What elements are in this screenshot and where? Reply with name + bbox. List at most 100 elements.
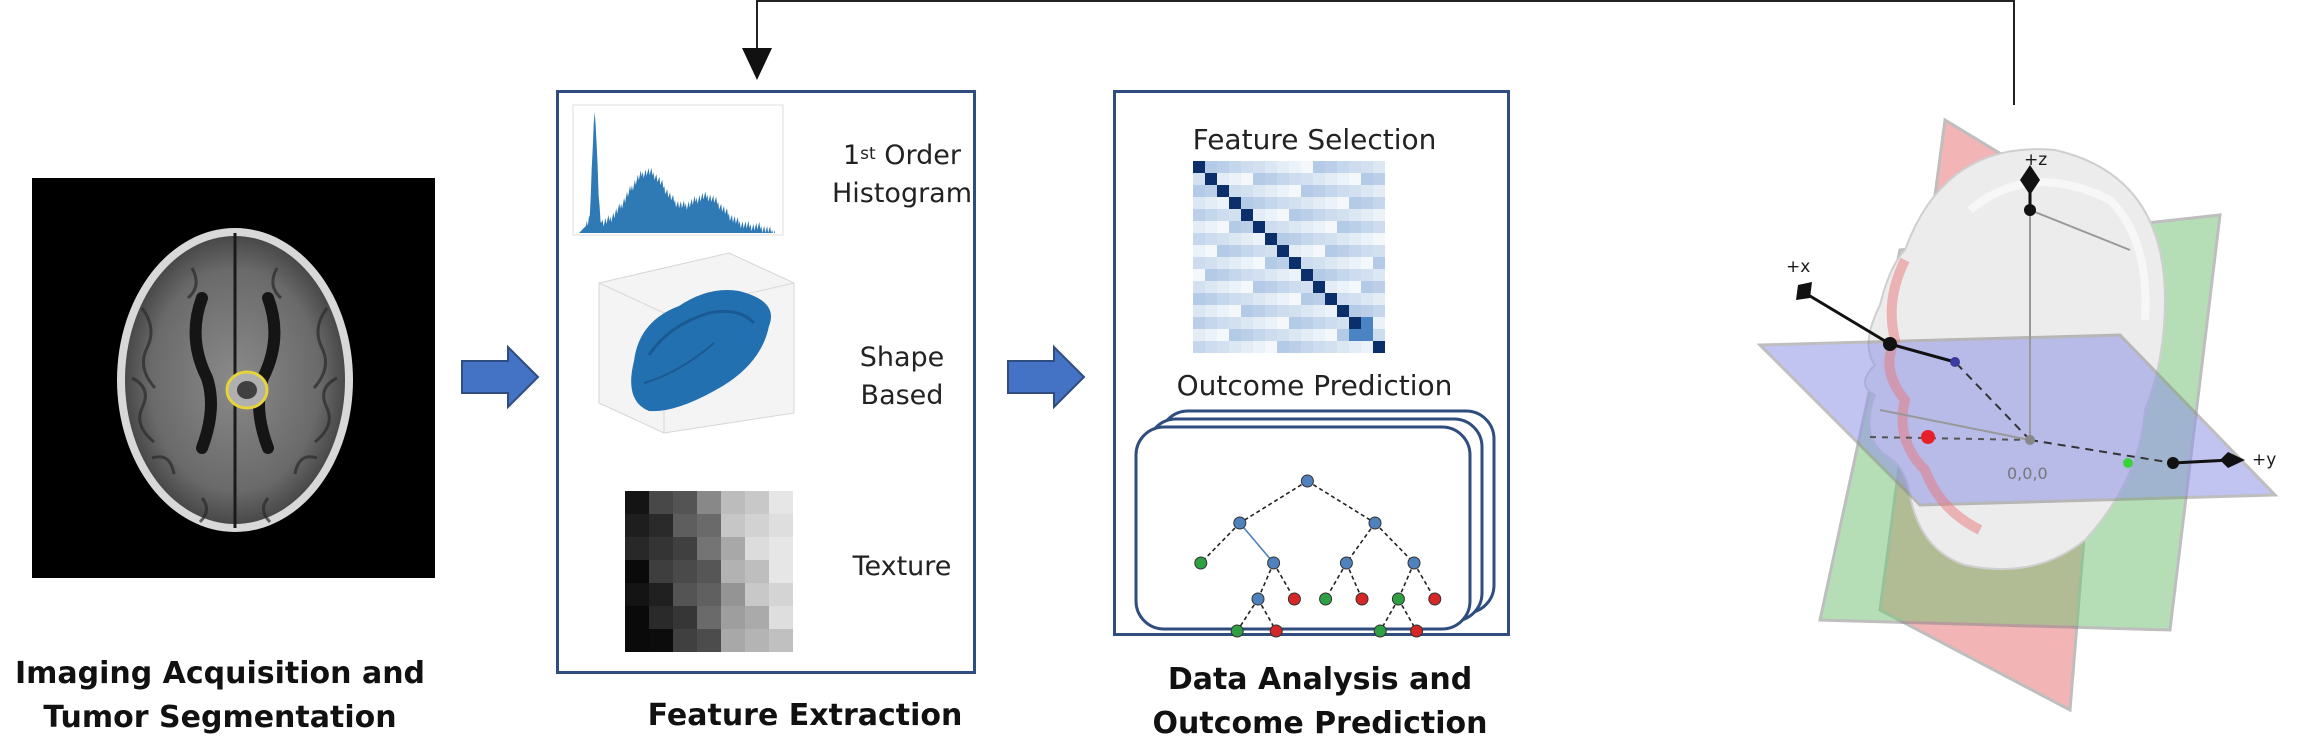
texture-cell	[625, 629, 649, 652]
tree-node	[1300, 474, 1314, 488]
tree-node	[1194, 556, 1208, 570]
heatmap-cell	[1325, 161, 1337, 173]
heatmap-cell	[1373, 233, 1385, 245]
heatmap-cell	[1265, 173, 1277, 185]
heatmap-cell	[1193, 329, 1205, 341]
decision-tree-stack	[1134, 409, 1496, 638]
tree-edge	[1306, 480, 1376, 524]
texture-cell	[721, 629, 745, 652]
heatmap-cell	[1193, 269, 1205, 281]
texture-cell	[745, 491, 769, 514]
heatmap-cell	[1277, 245, 1289, 257]
tree-node	[1368, 516, 1382, 530]
texture-cell	[721, 583, 745, 606]
heatmap-cell	[1289, 269, 1301, 281]
heatmap-cell	[1241, 209, 1253, 221]
texture-cell	[625, 514, 649, 537]
heatmap-cell	[1217, 305, 1229, 317]
heatmap-cell	[1217, 329, 1229, 341]
heatmap-cell	[1313, 281, 1325, 293]
heatmap-cell	[1277, 161, 1289, 173]
heatmap-cell	[1253, 161, 1265, 173]
heatmap-cell	[1253, 185, 1265, 197]
heatmap-cell	[1229, 269, 1241, 281]
heatmap-cell	[1373, 221, 1385, 233]
tree-edge	[1200, 522, 1241, 564]
heatmap-cell	[1361, 161, 1373, 173]
heatmap-cell	[1289, 257, 1301, 269]
texture-cell	[625, 560, 649, 583]
heatmap-cell	[1325, 269, 1337, 281]
texture-cell	[745, 583, 769, 606]
heatmap-cell	[1229, 245, 1241, 257]
texture-cell	[769, 583, 793, 606]
heatmap-cell	[1229, 209, 1241, 221]
heatmap-cell	[1229, 317, 1241, 329]
heatmap-cell	[1349, 257, 1361, 269]
tree-node	[1230, 624, 1244, 638]
heatmap-cell	[1349, 305, 1361, 317]
texture-cell	[697, 514, 721, 537]
heatmap-cell	[1253, 293, 1265, 305]
heatmap-cell	[1253, 329, 1265, 341]
texture-cell	[721, 537, 745, 560]
texture-cell	[769, 514, 793, 537]
heatmap-cell	[1337, 233, 1349, 245]
texture-cell	[697, 491, 721, 514]
heatmap-cell	[1337, 197, 1349, 209]
heatmap-cell	[1373, 341, 1385, 353]
heatmap-cell	[1205, 341, 1217, 353]
heatmap-cell	[1373, 161, 1385, 173]
heatmap-cell	[1241, 197, 1253, 209]
tree-node	[1287, 592, 1301, 606]
heatmap-cell	[1289, 161, 1301, 173]
heatmap-cell	[1265, 209, 1277, 221]
texture-cell	[769, 629, 793, 652]
texture-cell	[649, 629, 673, 652]
heatmap-cell	[1313, 197, 1325, 209]
heatmap-cell	[1301, 281, 1313, 293]
heatmap-cell	[1205, 281, 1217, 293]
heatmap-cell	[1205, 305, 1217, 317]
heatmap-cell	[1265, 221, 1277, 233]
heatmap-cell	[1349, 209, 1361, 221]
texture-cell	[721, 491, 745, 514]
heatmap-cell	[1313, 185, 1325, 197]
heatmap-cell	[1217, 317, 1229, 329]
feature-selection-title: Feature Selection	[1192, 123, 1437, 156]
tree-node	[1428, 592, 1442, 606]
heatmap-cell	[1217, 293, 1229, 305]
heatmap-cell	[1217, 209, 1229, 221]
heatmap-cell	[1253, 269, 1265, 281]
texture-cell	[697, 560, 721, 583]
texture-cell	[745, 514, 769, 537]
tree-node	[1355, 592, 1369, 606]
heatmap-cell	[1241, 269, 1253, 281]
heatmap-cell	[1277, 257, 1289, 269]
outcome-prediction-title: Outcome Prediction	[1176, 369, 1453, 402]
heatmap-cell	[1241, 293, 1253, 305]
histogram-chart	[572, 104, 784, 236]
heatmap-cell	[1301, 293, 1313, 305]
tree-node	[1319, 592, 1333, 606]
texture-cell	[769, 537, 793, 560]
heatmap-cell	[1241, 161, 1253, 173]
heatmap-cell	[1205, 245, 1217, 257]
heatmap-cell	[1349, 317, 1361, 329]
heatmap-cell	[1289, 317, 1301, 329]
heatmap-cell	[1313, 305, 1325, 317]
heatmap-cell	[1265, 329, 1277, 341]
tree-node	[1269, 624, 1283, 638]
heatmap-cell	[1277, 341, 1289, 353]
heatmap-cell	[1337, 269, 1349, 281]
heatmap-cell	[1205, 317, 1217, 329]
heatmap-cell	[1325, 281, 1337, 293]
heatmap-cell	[1361, 257, 1373, 269]
heatmap-cell	[1325, 341, 1337, 353]
heatmap-cell	[1229, 329, 1241, 341]
heatmap-cell	[1349, 281, 1361, 293]
heatmap-cell	[1265, 233, 1277, 245]
heatmap-cell	[1337, 281, 1349, 293]
heatmap-cell	[1277, 329, 1289, 341]
texture-cell	[673, 560, 697, 583]
